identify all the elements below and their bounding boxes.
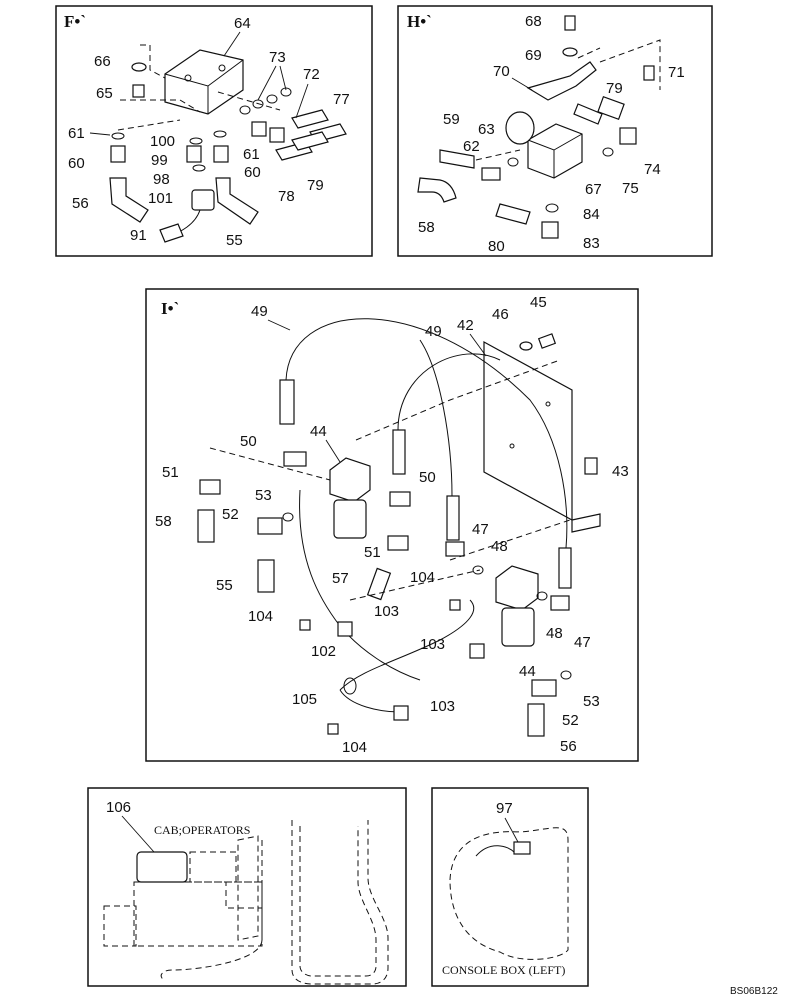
callout-48-upper: 48 xyxy=(491,538,508,555)
callout-49-right: 49 xyxy=(425,323,442,340)
callout-53-lower: 53 xyxy=(583,693,600,710)
console-drawing xyxy=(449,827,569,960)
callout-65: 65 xyxy=(96,85,113,102)
frame-f xyxy=(55,5,373,257)
callout-50-left: 50 xyxy=(240,433,257,450)
callout-75: 75 xyxy=(622,180,639,197)
callout-46: 46 xyxy=(492,306,509,323)
callout-60-left: 60 xyxy=(68,155,85,172)
console-labels: 97 CONSOLE BOX (LEFT) xyxy=(442,800,565,977)
callout-61-left: 61 xyxy=(68,125,85,142)
callout-104-left: 104 xyxy=(248,608,273,625)
callout-55-i: 55 xyxy=(216,577,233,594)
callout-64: 64 xyxy=(234,15,251,32)
callout-103-middle: 103 xyxy=(420,636,445,653)
callout-59: 59 xyxy=(443,111,460,128)
section-f-drawing xyxy=(109,44,347,243)
callout-78: 78 xyxy=(278,188,295,205)
callout-49-left: 49 xyxy=(251,303,268,320)
section-h-drawing xyxy=(417,15,661,239)
callout-60-right: 60 xyxy=(244,164,261,181)
callout-101: 101 xyxy=(148,190,173,207)
console-box-caption: CONSOLE BOX (LEFT) xyxy=(442,963,565,977)
callout-62: 62 xyxy=(463,138,480,155)
section-f-title: F•` xyxy=(64,12,86,31)
callout-104-bottom: 104 xyxy=(342,739,367,756)
callout-80: 80 xyxy=(488,238,505,255)
callout-97: 97 xyxy=(496,800,513,817)
callout-100: 100 xyxy=(150,133,175,150)
frame-h xyxy=(397,5,713,257)
callout-47-upper: 47 xyxy=(472,521,489,538)
callout-84: 84 xyxy=(583,206,600,223)
callout-79-h: 79 xyxy=(606,80,623,97)
callout-103-upper: 103 xyxy=(374,603,399,620)
callout-63: 63 xyxy=(478,121,495,138)
callout-56: 56 xyxy=(72,195,89,212)
callout-58-h: 58 xyxy=(418,219,435,236)
callout-50-right: 50 xyxy=(419,469,436,486)
callout-69: 69 xyxy=(525,47,542,64)
cab-drawing xyxy=(103,820,389,985)
callout-70: 70 xyxy=(493,63,510,80)
callout-42: 42 xyxy=(457,317,474,334)
callout-99: 99 xyxy=(151,152,168,169)
callout-104-right: 104 xyxy=(410,569,435,586)
callout-74: 74 xyxy=(644,161,661,178)
section-f-labels: F•` 64 66 65 73 72 77 61 100 61 60 99 60… xyxy=(64,12,350,249)
frame-cab xyxy=(87,787,407,987)
callout-53-upper: 53 xyxy=(255,487,272,504)
drawing-code: BS06B122 xyxy=(730,986,778,997)
callout-56-i: 56 xyxy=(560,738,577,755)
callout-43: 43 xyxy=(612,463,629,480)
callout-105: 105 xyxy=(292,691,317,708)
cab-labels: 106 CAB;OPERATORS xyxy=(106,799,250,853)
section-i-drawing xyxy=(197,318,601,737)
callout-106: 106 xyxy=(106,799,131,816)
callout-48-lower: 48 xyxy=(546,625,563,642)
callout-77: 77 xyxy=(333,91,350,108)
section-h-labels: H•` 68 69 70 71 79 59 63 62 74 75 67 84 … xyxy=(407,12,685,255)
section-h-title: H•` xyxy=(407,12,432,31)
section-i-labels: I•` 49 45 46 42 49 44 50 43 51 50 53 52 … xyxy=(155,294,629,756)
callout-57: 57 xyxy=(332,570,349,587)
callout-67: 67 xyxy=(585,181,602,198)
callout-98: 98 xyxy=(153,171,170,188)
callout-51-left: 51 xyxy=(162,464,179,481)
callout-55: 55 xyxy=(226,232,243,249)
callout-61-right: 61 xyxy=(243,146,260,163)
callout-51-lower: 51 xyxy=(364,544,381,561)
frame-i xyxy=(145,288,639,762)
callout-102: 102 xyxy=(311,643,336,660)
callout-103-lower: 103 xyxy=(430,698,455,715)
section-i-title: I•` xyxy=(161,299,179,318)
callout-44-upper: 44 xyxy=(310,423,327,440)
callout-73: 73 xyxy=(269,49,286,66)
callout-79: 79 xyxy=(307,177,324,194)
callout-47-lower: 47 xyxy=(574,634,591,651)
callout-66: 66 xyxy=(94,53,111,70)
callout-83: 83 xyxy=(583,235,600,252)
callout-45: 45 xyxy=(530,294,547,311)
callout-44-lower: 44 xyxy=(519,663,536,680)
callout-72: 72 xyxy=(303,66,320,83)
callout-52-lower: 52 xyxy=(562,712,579,729)
cab-operators-caption: CAB;OPERATORS xyxy=(154,823,250,837)
callout-71: 71 xyxy=(668,64,685,81)
callout-68: 68 xyxy=(525,13,542,30)
callout-58-i: 58 xyxy=(155,513,172,530)
frame-console xyxy=(431,787,589,987)
callout-91: 91 xyxy=(130,227,147,244)
callout-52-upper: 52 xyxy=(222,506,239,523)
